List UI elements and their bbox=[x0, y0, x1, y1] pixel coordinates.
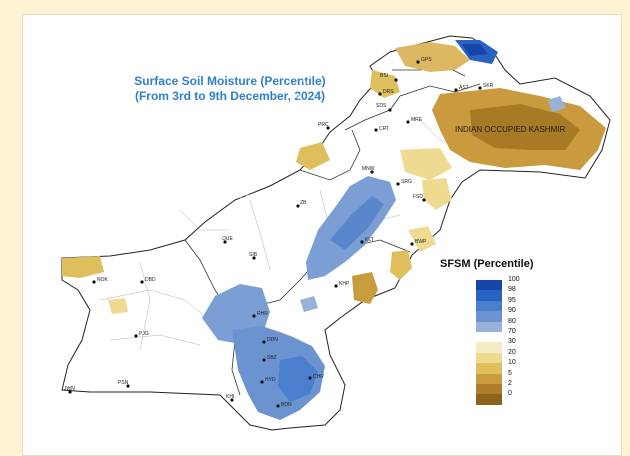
svg-text:BDN: BDN bbox=[281, 402, 292, 408]
svg-text:HYD: HYD bbox=[265, 377, 276, 383]
region-label-kashmir: INDIAN OCCUPIED KASHMIR bbox=[455, 125, 565, 134]
city-marker: DRS bbox=[378, 89, 394, 96]
moist-soil-areas bbox=[202, 40, 566, 420]
city-marker: SRG bbox=[396, 179, 412, 186]
legend-tick-label: 70 bbox=[508, 328, 516, 335]
city-markers: GPS BSI AST SKR DRS SDS MRE PRC CRT MNW … bbox=[64, 57, 494, 408]
legend-swatch bbox=[476, 384, 502, 395]
city-marker: SIB bbox=[249, 252, 258, 260]
city-marker: CHR bbox=[308, 374, 324, 380]
legend-tick-label: 30 bbox=[508, 338, 516, 346]
city-marker: GPS bbox=[416, 57, 432, 64]
legend-tick-label: 100 bbox=[508, 276, 520, 283]
svg-text:PJG: PJG bbox=[139, 331, 149, 337]
svg-text:MNW: MNW bbox=[362, 166, 375, 172]
legend-tick-label: 10 bbox=[508, 359, 516, 367]
city-marker: NOK bbox=[92, 277, 109, 284]
legend-swatch bbox=[476, 290, 502, 301]
svg-text:QUE: QUE bbox=[222, 236, 234, 242]
city-marker: KHP bbox=[334, 281, 350, 288]
legend-swatch bbox=[476, 332, 502, 343]
svg-text:BWP: BWP bbox=[415, 239, 427, 245]
svg-text:SRG: SRG bbox=[401, 179, 412, 185]
city-marker: SBZ bbox=[262, 355, 277, 362]
svg-text:ZB: ZB bbox=[300, 200, 307, 206]
svg-text:CRT: CRT bbox=[379, 126, 389, 132]
legend-swatch bbox=[476, 342, 502, 353]
svg-text:KLT: KLT bbox=[365, 237, 374, 243]
svg-text:MRE: MRE bbox=[411, 117, 423, 123]
map-title-line2: (From 3rd to 9th December, 2024) bbox=[134, 89, 326, 103]
map-title-line1: Surface Soil Moisture (Percentile) bbox=[134, 74, 326, 88]
svg-text:SKR: SKR bbox=[483, 83, 494, 89]
city-marker: QUE bbox=[222, 236, 234, 244]
svg-text:SBZ: SBZ bbox=[267, 355, 277, 361]
city-marker: BWP bbox=[410, 239, 427, 246]
city-marker: PRC bbox=[318, 122, 330, 130]
legend-tick-label: 90 bbox=[508, 307, 516, 315]
svg-text:PSN: PSN bbox=[118, 380, 129, 386]
city-marker: RHR bbox=[252, 311, 268, 318]
city-marker: ZB bbox=[296, 200, 307, 208]
city-marker: BSI bbox=[380, 73, 398, 82]
legend-swatch bbox=[476, 311, 502, 322]
svg-text:JWN: JWN bbox=[64, 386, 75, 392]
legend-tick-label: 98 bbox=[508, 286, 516, 294]
svg-text:KHI: KHI bbox=[226, 394, 234, 400]
city-marker: HYD bbox=[260, 377, 276, 384]
legend-swatch bbox=[476, 280, 502, 291]
city-marker: KHI bbox=[226, 394, 234, 402]
legend-tick-label: 95 bbox=[508, 296, 516, 304]
legend-swatch bbox=[476, 373, 502, 384]
city-marker: CRT bbox=[374, 126, 389, 132]
city-marker: DBD bbox=[140, 277, 156, 284]
city-marker: MRE bbox=[406, 117, 423, 124]
city-marker: DDN bbox=[262, 337, 278, 344]
legend-swatch bbox=[476, 352, 502, 364]
legend-tick-label: 20 bbox=[508, 348, 516, 356]
svg-text:SDS: SDS bbox=[376, 103, 387, 109]
svg-text:BSI: BSI bbox=[380, 73, 388, 79]
map-title: Surface Soil Moisture (Percentile) (From… bbox=[110, 74, 350, 104]
svg-text:KHP: KHP bbox=[339, 281, 350, 287]
svg-text:FSD: FSD bbox=[413, 194, 423, 200]
svg-text:GPS: GPS bbox=[421, 57, 432, 63]
svg-text:DRS: DRS bbox=[383, 89, 394, 95]
svg-text:DDN: DDN bbox=[267, 337, 278, 343]
svg-text:AST: AST bbox=[459, 85, 469, 91]
svg-text:NOK: NOK bbox=[97, 277, 109, 283]
svg-text:DBD: DBD bbox=[145, 277, 156, 283]
svg-text:SIB: SIB bbox=[249, 252, 258, 258]
city-marker: FSD bbox=[413, 194, 426, 202]
city-marker: JWN bbox=[64, 386, 75, 394]
legend-tick-label: 2 bbox=[508, 380, 512, 387]
svg-text:CHR: CHR bbox=[313, 374, 324, 380]
legend-swatch bbox=[476, 300, 502, 312]
city-marker: AST bbox=[454, 85, 469, 92]
city-marker: SDS bbox=[376, 103, 392, 112]
legend-swatch bbox=[476, 394, 502, 405]
city-marker: PJG bbox=[134, 331, 149, 338]
legend-swatch bbox=[476, 363, 502, 374]
city-marker: PSN bbox=[118, 380, 130, 388]
svg-text:RHR: RHR bbox=[257, 311, 268, 317]
legend-swatch bbox=[476, 321, 502, 332]
city-marker: KLT bbox=[360, 237, 374, 244]
svg-text:PRC: PRC bbox=[318, 122, 329, 128]
legend-tick-label: 0 bbox=[508, 390, 512, 398]
city-marker: SKR bbox=[478, 83, 494, 90]
legend-tick-label: 80 bbox=[508, 317, 516, 325]
legend-title: SFSM (Percentile) bbox=[440, 258, 534, 270]
city-marker: MNW bbox=[362, 166, 375, 174]
city-marker: BDN bbox=[276, 402, 292, 408]
legend-tick-label: 5 bbox=[508, 369, 512, 377]
